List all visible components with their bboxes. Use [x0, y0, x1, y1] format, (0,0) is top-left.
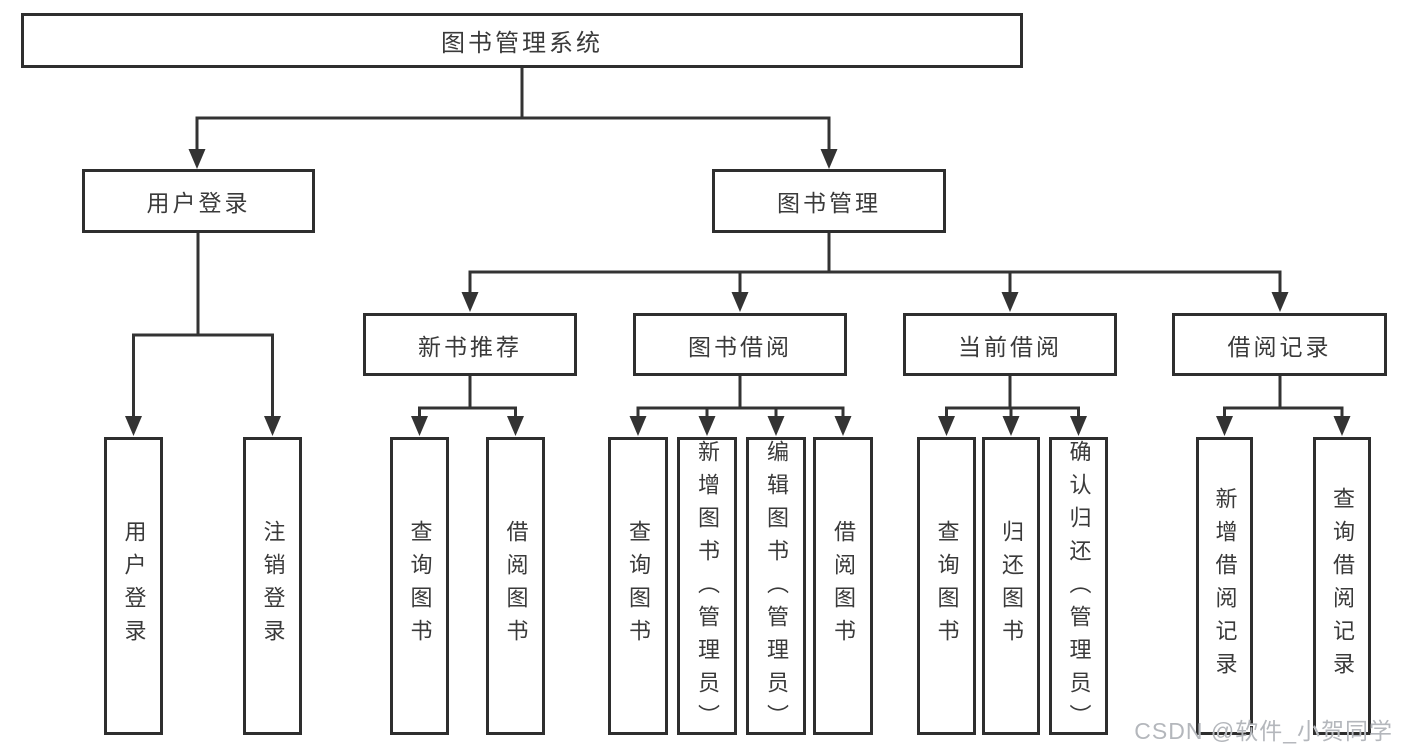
- node-root-library-management-system: 图书管理系统: [21, 13, 1023, 68]
- leaf-edit-books-admin: 编辑图书（管理员）: [746, 437, 806, 737]
- leaf-logout: 注销登录: [243, 437, 302, 735]
- node-book-borrowing: 图书借阅: [633, 313, 847, 376]
- leaf-borrow-books: 借阅图书: [813, 437, 873, 735]
- node-borrowing-records: 借阅记录: [1172, 313, 1387, 376]
- leaf-query-books-borrowing: 查询图书: [608, 437, 668, 735]
- leaf-user-login: 用户登录: [104, 437, 163, 735]
- leaf-query-borrow-record: 查询借阅记录: [1313, 437, 1371, 735]
- node-book-management: 图书管理: [712, 169, 946, 233]
- leaf-query-books-current: 查询图书: [917, 437, 976, 735]
- node-current-borrowing: 当前借阅: [903, 313, 1117, 376]
- node-user-login-group: 用户登录: [82, 169, 315, 233]
- csdn-watermark: CSDN @软件_小贺同学: [1134, 718, 1393, 744]
- leaf-query-books-recommend: 查询图书: [390, 437, 449, 735]
- leaf-return-books: 归还图书: [982, 437, 1040, 735]
- leaf-borrow-books-recommend: 借阅图书: [486, 437, 545, 735]
- leaf-add-books-admin: 新增图书（管理员）: [677, 437, 737, 737]
- node-new-book-recommendation: 新书推荐: [363, 313, 577, 376]
- leaf-confirm-return-admin: 确认归还（管理员）: [1049, 437, 1108, 737]
- leaf-add-borrow-record: 新增借阅记录: [1196, 437, 1253, 735]
